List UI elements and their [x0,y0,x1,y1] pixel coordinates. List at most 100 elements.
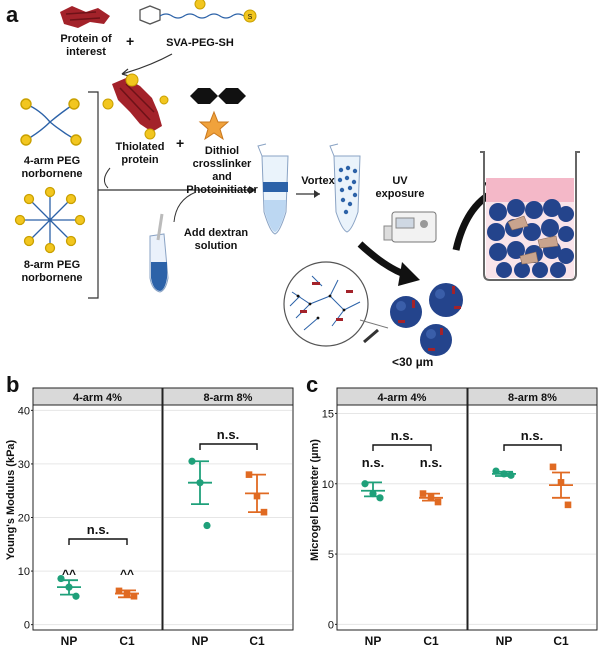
panel-letter-c: c [306,372,318,397]
data-point-c1 [245,471,253,478]
ytick-label: 40 [18,405,30,417]
sig-bracket-c2 [503,444,562,451]
dithiol-label-line4: Photoinitiator [186,184,258,196]
sig-label-b2: n.s. [217,427,239,442]
vortex-label: Vortex [301,175,335,187]
panel-letter-b: b [6,372,19,397]
ylabel-diameter: Microgel Diameter (µm) [309,439,321,561]
tube-pre-vortex [257,143,289,235]
thiolated-label-line2: protein [121,154,159,166]
ytick-label: 30 [18,459,30,471]
xlabel-np-c2: NP [496,634,513,648]
plot-area-c1 [336,404,468,631]
peg8-label-line2: norbornene [21,272,82,284]
svg-text:S: S [248,14,253,21]
data-point-np [361,480,369,488]
microgel-size-label: <30 µm [392,355,433,369]
ytick-label: 5 [328,549,334,561]
data-point-c1 [253,492,261,500]
data-point-c1 [123,590,131,597]
xlabel-np-b2: NP [192,634,209,648]
sva-label: SVA-PEG-SH [166,37,234,49]
xlabel-np-b1: NP [61,634,78,648]
ytick-label: 15 [322,408,334,420]
data-point-np [500,470,508,478]
protein-label-line1: Protein of [60,33,112,45]
hydrogel-network-zoom [283,261,389,347]
plot-area-c2 [467,404,598,631]
data-point-np [65,583,73,591]
microgels-graphic [390,283,463,356]
mark-c1-b: ^^ [120,567,134,581]
dithiol-label-line1: Dithiol [205,145,239,157]
thiolated-label-line1: Thiolated [116,141,165,153]
peg-8arm-graphic [14,186,86,254]
ylabel-young: Young's Modulus (kPa) [5,439,17,560]
arrow-to-thiolation [121,53,173,75]
data-point-c1 [564,501,572,509]
data-point-np [203,521,211,530]
marks-c [361,463,573,509]
ytick-label: 20 [18,513,30,525]
thiol-merge-arrow [104,167,111,189]
panel-a: a Protein of interest + S SVA-PEG-SH [6,0,580,369]
facet-label-b1: 4-arm 4% [73,392,122,404]
gridlines-c [338,412,596,625]
data-point-c1 [427,494,435,502]
xlabel-c1-b1: C1 [119,634,135,648]
xlabel-c1-b2: C1 [249,634,265,648]
data-point-c1 [557,479,565,486]
dithiol-crosslinker-graphic [190,88,246,141]
thiolated-protein-graphic [102,73,169,140]
sig-label-np-c: n.s. [362,455,384,470]
data-point-np [492,467,500,475]
xlabel-np-c1: NP [365,634,382,648]
dextran-label-line1: Add dextran [184,227,248,239]
peg-bracket [88,91,99,299]
culture-well-graphic [480,151,580,281]
vortex-arrow-head [314,190,320,198]
facet-label-c1: 4-arm 4% [378,392,427,404]
panel-b: b Young's Modulus (kPa) 4-arm 4% 8-arm 8… [5,372,294,648]
peg4-label-line1: 4-arm PEG [24,155,80,167]
gridlines-b [34,409,292,626]
data-point-c1 [419,490,427,497]
data-point-c1 [260,508,268,516]
sva-peg-sh-molecule: S [139,0,257,25]
xlabel-c1-c2: C1 [553,634,569,648]
data-point-np [376,494,384,502]
marks-b [57,457,269,600]
protein-graphic [60,6,110,28]
dextran-tube-graphic [149,213,169,293]
protein-label-line2: interest [66,46,106,58]
plus-sign-2: + [176,135,184,151]
sig-label-c1: n.s. [391,428,413,443]
sig-label-b1: n.s. [87,522,109,537]
ytick-label: 0 [328,619,334,631]
facet-label-b2: 8-arm 8% [204,392,253,404]
data-point-c1 [434,498,442,506]
data-point-c1 [130,592,138,600]
data-point-np [369,489,377,498]
peg4-label-line2: norbornene [21,168,82,180]
data-point-np [188,457,196,465]
sig-bracket-c1 [372,444,432,451]
peg8-label-line1: 8-arm PEG [24,259,80,271]
data-point-np [507,471,515,479]
dextran-arrow [173,191,197,223]
main-arrow-head [249,186,256,194]
data-point-c1 [115,587,123,595]
dithiol-label-line3: and [212,171,232,183]
facet-label-c2: 8-arm 8% [508,392,557,404]
sig-label-c1-c: n.s. [420,455,442,470]
peg-4arm-graphic [20,98,82,146]
uv-label-line2: exposure [376,188,425,200]
ytick-label: 10 [322,479,334,491]
yticks-c: 0 5 10 15 [322,408,337,631]
xlabel-c1-c1: C1 [423,634,439,648]
tube-emulsion [329,143,361,233]
sig-bracket-b2 [199,443,258,450]
data-point-c1 [549,463,557,471]
